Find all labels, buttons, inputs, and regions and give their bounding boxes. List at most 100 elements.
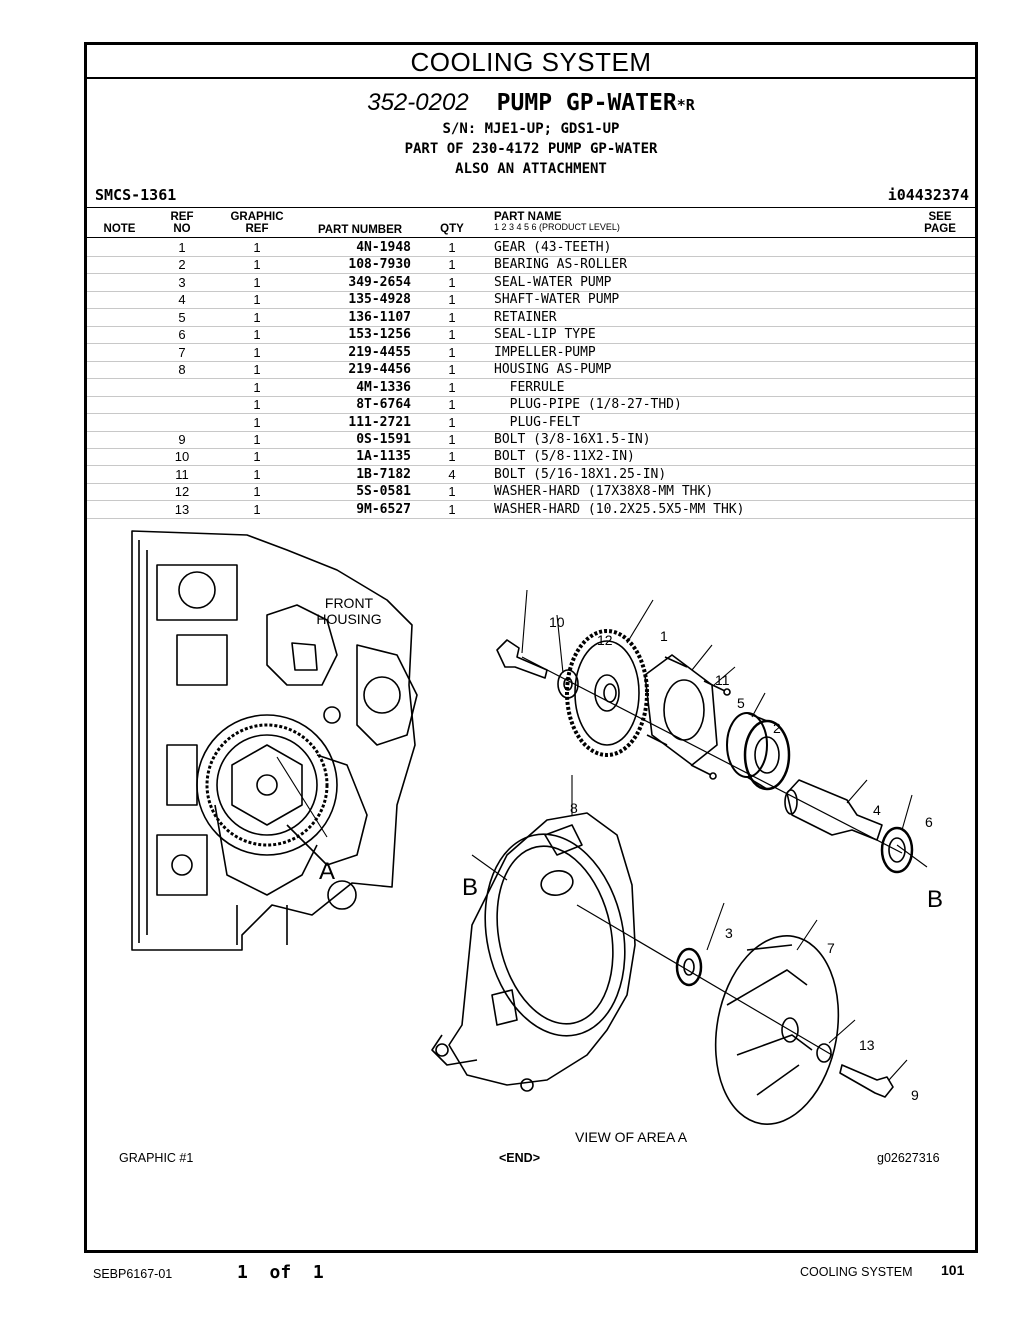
page-number: 101 (941, 1262, 965, 1278)
part-name: SHAFT-WATER PUMP (494, 292, 620, 308)
part-number: 153-1256 (348, 327, 411, 343)
part-number: 1A-1135 (356, 449, 411, 465)
part-name: WASHER-HARD (10.2X25.5X5-MM THK) (494, 501, 745, 517)
callout-a: A (319, 858, 335, 885)
qty: 1 (448, 344, 456, 360)
graphic-id: g02627316 (877, 1151, 940, 1165)
illustration-id: i04432374 (887, 186, 969, 204)
ref-no: 4 (178, 292, 186, 308)
qty: 1 (448, 501, 456, 517)
part-number: 4M-1336 (356, 379, 411, 395)
part-of: PART OF 230-4172 PUMP GP-WATER (404, 141, 658, 157)
part-name: PLUG-PIPE (1/8-27-THD) (494, 397, 682, 413)
part-name: IMPELLER-PUMP (494, 344, 596, 360)
ref-no: 9 (178, 431, 186, 447)
callout-5: 5 (737, 695, 745, 711)
col-product-levels: 1 2 3 4 5 6 (PRODUCT LEVEL) (494, 222, 620, 232)
callout-2: 2 (773, 720, 781, 736)
callout-b-left: B (462, 874, 478, 901)
part-number: 219-4455 (348, 344, 411, 360)
ref-no: 8 (178, 362, 186, 378)
doc-number: SEBP6167-01 (93, 1267, 173, 1281)
col-qty: QTY (440, 223, 464, 235)
qty: 1 (448, 327, 456, 343)
graphic-ref: 1 (253, 327, 261, 343)
part-number: 349-2654 (348, 274, 411, 290)
front-label-line2: HOUSING (316, 611, 381, 627)
qty: 4 (448, 466, 456, 482)
col-part-name: PART NAME (494, 211, 562, 223)
callout-4: 4 (873, 802, 881, 818)
part-name: FERRULE (494, 379, 565, 395)
attachment-note: ALSO AN ATTACHMENT (455, 161, 607, 177)
col-graphic-bottom: REF (245, 223, 269, 235)
qty: 1 (448, 274, 456, 290)
callout-6: 6 (925, 814, 933, 830)
graphic-ref: 1 (253, 414, 261, 430)
part-number: 135-4928 (348, 292, 411, 308)
col-part-number: PART NUMBER (317, 224, 403, 236)
bolt-10-drawing (496, 639, 548, 679)
qty: 1 (448, 431, 456, 447)
graphic-ref: 1 (253, 257, 261, 273)
footer-section: COOLING SYSTEM (800, 1265, 913, 1279)
col-ref-top: REF (170, 211, 194, 223)
washer-13-drawing (816, 1043, 832, 1063)
graphic-ref: 1 (253, 466, 261, 482)
col-note: NOTE (103, 223, 136, 235)
col-graphic-top: GRAPHIC (230, 211, 284, 223)
qty: 1 (448, 397, 456, 413)
callout-13: 13 (859, 1037, 875, 1053)
washer-12-drawing (557, 669, 579, 699)
table-row: 4 1 135-4928 1 SHAFT-WATER PUMP (87, 291, 975, 310)
qty: 1 (448, 362, 456, 378)
ref-no: 1 (178, 240, 186, 255)
part-name: SEAL-WATER PUMP (494, 274, 612, 290)
part-number: 8T-6764 (356, 397, 411, 413)
graphic-ref: 1 (253, 292, 261, 308)
shaft-drawing (784, 779, 883, 841)
part-number: 1B-7182 (356, 466, 411, 482)
part-name: BOLT (5/8-11X2-IN) (494, 449, 635, 465)
page-of: 1 of 1 (237, 1262, 324, 1283)
section-title: COOLING SYSTEM (87, 45, 975, 79)
callout-8: 8 (570, 800, 578, 816)
group-suffix: *R (676, 96, 695, 114)
part-name: RETAINER (494, 309, 557, 325)
ref-no: 11 (175, 466, 189, 482)
callout-7: 7 (827, 940, 835, 956)
graphic-ref: 1 (253, 501, 261, 517)
part-number: 0S-1591 (356, 431, 411, 447)
callout-12: 12 (597, 632, 613, 648)
col-see-bottom: PAGE (924, 223, 956, 235)
callout-b-right: B (927, 886, 943, 913)
qty: 1 (448, 309, 456, 325)
exploded-view-diagram: FRONT HOUSING 10 12 1 11 5 2 8 4 6 3 7 1… (131, 530, 943, 1145)
part-number: 108-7930 (348, 257, 411, 273)
ref-no: 10 (174, 449, 190, 465)
ref-no: 7 (178, 344, 186, 360)
impeller-drawing (714, 935, 840, 1125)
ref-no: 3 (178, 274, 186, 290)
qty: 1 (448, 379, 456, 395)
graphic-ref: 1 (253, 449, 261, 465)
bolt-9-drawing (839, 1064, 894, 1098)
part-number: 111-2721 (348, 414, 411, 430)
part-name: SEAL-LIP TYPE (494, 327, 596, 343)
part-number: 4N-1948 (356, 240, 411, 255)
qty: 1 (448, 292, 456, 308)
gear-drawing (565, 629, 649, 757)
